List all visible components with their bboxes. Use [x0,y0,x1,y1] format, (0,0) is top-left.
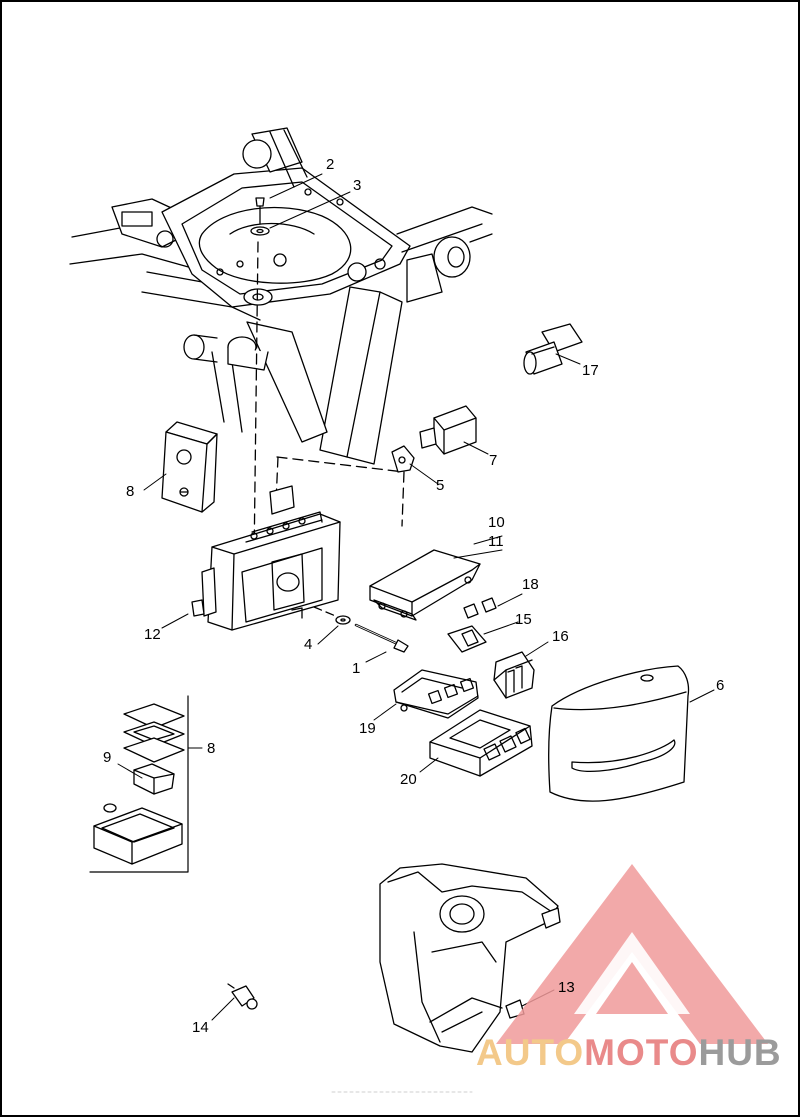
watermark-auto: AUTO [476,1032,585,1073]
part-7-relay [419,405,477,455]
callout-10: 10 [488,514,505,531]
callout-4: 4 [304,636,313,653]
part-5-clip [391,445,415,473]
part-12-tray [191,485,341,631]
callout-16: 16 [552,628,569,645]
callout-7: 7 [489,452,498,469]
inset-box [89,695,189,873]
callout-20: 20 [400,771,417,788]
callout-19: 19 [359,720,376,737]
part-4-1-hardware [335,615,409,653]
part-8-block [161,421,218,513]
callout-5: 5 [436,477,445,494]
bottom-panel-assembly [379,863,561,1053]
part-6-cover [548,665,690,802]
callout-17: 17 [582,362,599,379]
callout-12: 12 [144,626,161,643]
callout-8-block: 8 [126,483,135,500]
watermark-moto: MOTO [584,1032,699,1073]
part-17-connector [523,323,583,375]
automotohub-logo [496,864,768,1044]
part-14-switch [227,983,258,1010]
callout-11: 11 [488,533,504,550]
callout-8-inset: 8 [207,740,216,757]
part-10-11-module [369,549,481,621]
callout-1: 1 [352,660,361,677]
callout-15: 15 [515,611,532,628]
callout-2: 2 [326,156,335,173]
part-18-mini-fuses [463,597,497,619]
part-16-connector [493,651,535,699]
watermark-text: AUTOMOTOHUB [476,1032,782,1074]
part-19-module [393,669,479,719]
frame-fasteners [250,197,405,623]
callout-14: 14 [192,1019,209,1036]
callout-3: 3 [353,177,362,194]
callout-13: 13 [558,979,575,996]
part-15-fuse [447,625,487,653]
watermark-hub: HUB [698,1032,782,1073]
callout-6: 6 [716,677,725,694]
frame-assembly [69,127,493,465]
part-20-module [429,709,533,777]
callout-9: 9 [103,749,112,766]
callout-18: 18 [522,576,539,593]
